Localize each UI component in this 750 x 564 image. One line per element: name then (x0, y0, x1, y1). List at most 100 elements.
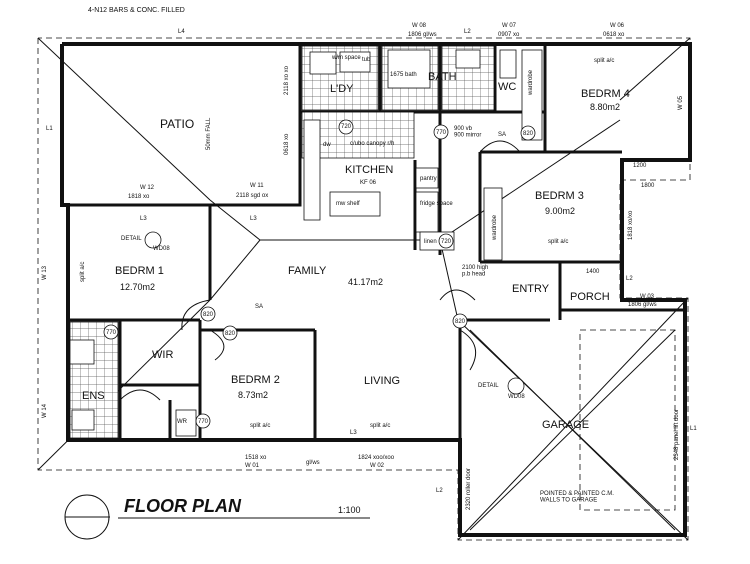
lintel-l3-c: L3 (350, 430, 357, 436)
linen-note: linen (424, 239, 437, 245)
num-770-c: 770 (198, 419, 209, 425)
roller-door-note: 2320 roller door (466, 468, 472, 510)
plan-title: FLOOR PLAN (124, 496, 242, 516)
glass-window: gl/ws (306, 460, 320, 466)
num-770-b: 770 (106, 330, 117, 336)
room-laundry: L'DY (330, 83, 354, 95)
lintel-l2-b: L2 (626, 276, 633, 282)
room-family-area: 41.17m2 (348, 277, 383, 287)
room-wc: WC (498, 81, 516, 93)
dw-note: dw (323, 142, 331, 148)
window-w10-size: 0618 xo (284, 133, 290, 155)
dim-1800: 1800 (641, 183, 655, 189)
lintel-l4: L4 (178, 29, 185, 35)
door-swings (119, 140, 521, 401)
detail-2-label: DETAIL (478, 383, 499, 389)
num-820-d: 820 (455, 319, 466, 325)
window-w03: W 03 (640, 294, 655, 300)
window-w07: W 07 (502, 23, 517, 29)
window-w13: W 13 (42, 265, 48, 280)
title-block: FLOOR PLAN 1:100 (64, 494, 370, 540)
num-720-kitchen: 720 (341, 124, 352, 130)
room-family: FAMILY (288, 265, 327, 277)
kitchen-note: KF 06 (360, 180, 377, 186)
window-w11-size: 2118 sgd ox (236, 193, 268, 199)
num-720-linen: 720 (441, 239, 452, 245)
room-bedrm2: BEDRM 2 (231, 374, 280, 386)
room-garage: GARAGE (542, 419, 589, 431)
plan-scale: 1:100 (338, 505, 361, 515)
wardrobe-bedrm3: wardrobe (492, 214, 498, 241)
room-bedrm2-area: 8.73m2 (238, 390, 268, 400)
split-ac-living: split a/c (370, 423, 390, 429)
window-w14: W 14 (42, 403, 48, 418)
split-ac-bedrm3: split a/c (548, 239, 568, 245)
num-820-c: 820 (523, 131, 534, 137)
wm-space-note: w/m space (331, 55, 361, 61)
room-bedrm3: BEDRM 3 (535, 190, 584, 202)
sa-note-1: SA (498, 132, 506, 138)
split-ac-bedrm1: split a/c (80, 262, 86, 282)
room-wr: WR (177, 419, 188, 425)
window-w07-size: 0907 xo (498, 32, 520, 38)
detail-1-label: DETAIL (121, 236, 142, 242)
window-w01: W 01 (245, 463, 260, 469)
detail-2-ref: WD08 (508, 394, 525, 400)
room-bath: BATH (428, 71, 457, 83)
lintel-l1-right: L1 (690, 426, 697, 432)
detail-1-ref: WD08 (153, 246, 170, 252)
window-w05: W 05 (678, 95, 684, 110)
header-note: 4-N12 BARS & CONC. FILLED (88, 7, 185, 14)
dim-1400: 1400 (586, 269, 600, 275)
fixtures (69, 49, 543, 437)
window-w03-size: 1806 gl/ws (628, 302, 657, 308)
window-w02: W 02 (370, 463, 385, 469)
canopy-note: c/ubo canopy r/h (350, 141, 394, 147)
window-w12: W 12 (140, 185, 155, 191)
pantry-note: pantry (420, 176, 437, 182)
dim-1200: 1200 (633, 163, 647, 169)
split-ac-bedrm4: split a/c (594, 58, 614, 64)
room-ens: ENS (82, 390, 105, 402)
window-w11: W 11 (250, 183, 264, 189)
room-bedrm4: BEDRM 4 (581, 88, 630, 100)
lintel-l1-left: L1 (46, 126, 53, 132)
window-w09-size: 2118 xo xo (284, 65, 290, 95)
room-bedrm1: BEDRM 1 (115, 265, 164, 277)
fridge-note: fridge space (420, 201, 453, 207)
room-wir: WIR (152, 349, 173, 361)
room-bedrm1-area: 12.70m2 (120, 282, 155, 292)
room-bedrm4-area: 8.80m2 (590, 102, 620, 112)
window-w02-size: 1824 xoo/xoo (358, 455, 395, 461)
tub-note: tub (362, 57, 371, 63)
room-porch: PORCH (570, 291, 610, 303)
window-w08-size: 1806 gl/ws (408, 32, 437, 38)
sa-note-2: SA (255, 304, 263, 310)
window-w06: W 06 (610, 23, 625, 29)
room-kitchen: KITCHEN (345, 164, 393, 176)
lintel-l2-c: L2 (436, 488, 443, 494)
mw-shelf-note: mw shelf (336, 201, 360, 207)
window-w12-size: 1818 xo (128, 194, 150, 200)
patio-fall-note: 50mm FALL (206, 117, 212, 150)
window-w08: W 08 (412, 23, 427, 29)
garage-door-note: 2348 panel lift door (674, 409, 680, 460)
window-w06-size: 0618 xo (603, 32, 625, 38)
room-bedrm3-area: 9.00m2 (545, 206, 575, 216)
num-770-a: 770 (436, 130, 447, 136)
room-living: LIVING (364, 375, 400, 387)
garage-roof-lines (469, 329, 676, 531)
lintel-l3-b: L3 (250, 216, 257, 222)
window-w01-size: 1518 xo (245, 455, 267, 461)
wardrobe-bedrm4: wardrobe (528, 69, 534, 96)
num-820-a: 820 (203, 312, 214, 318)
lintel-l2: L2 (464, 29, 471, 35)
room-patio: PATIO (160, 117, 194, 131)
garage-walls-note: POINTED & PAINTED C.M.WALLS TO GARAGE (540, 491, 614, 504)
lintel-l3-a: L3 (140, 216, 147, 222)
split-ac-bedrm2: split a/c (250, 423, 270, 429)
num-820-b: 820 (225, 331, 236, 337)
